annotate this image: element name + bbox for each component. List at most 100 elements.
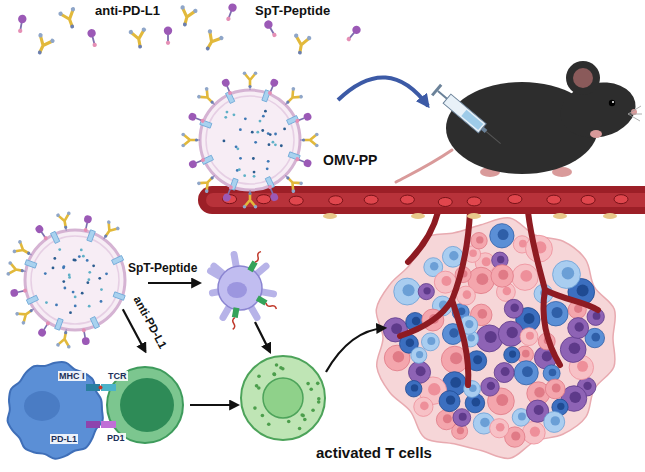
tumor-cell <box>553 261 581 289</box>
peptide <box>10 288 19 297</box>
tumor-cell <box>494 363 514 383</box>
peptide <box>43 235 49 241</box>
syringe <box>443 94 486 133</box>
vesicle <box>264 110 267 113</box>
tumor-cell <box>402 284 414 296</box>
antibody <box>35 36 52 54</box>
tumor-cell <box>487 382 495 390</box>
antibody <box>298 50 302 54</box>
receptor <box>86 421 100 428</box>
antibody <box>50 38 56 44</box>
antibody <box>180 5 185 10</box>
vesicle <box>280 144 283 147</box>
antibody <box>56 213 60 217</box>
tumor-cell <box>418 284 434 300</box>
mouse <box>612 101 614 103</box>
peptide <box>344 24 362 43</box>
tumor-cell <box>482 257 491 266</box>
dendritic-cell <box>231 317 236 329</box>
vesicle <box>52 267 55 270</box>
cell-outline <box>272 372 276 376</box>
tumor-cell <box>520 328 538 346</box>
antibody <box>195 138 198 141</box>
dendritic-cell <box>227 282 247 298</box>
vesicle <box>239 128 242 131</box>
vesicle <box>72 291 75 294</box>
peptide <box>23 288 28 293</box>
vesicle <box>69 311 72 314</box>
tumor-cell <box>393 351 405 363</box>
peptide <box>295 157 300 162</box>
peptide <box>164 27 172 35</box>
vesicle <box>235 145 238 148</box>
cell-outline <box>275 363 279 367</box>
tumor-cell <box>453 409 471 427</box>
vesicle <box>72 259 75 262</box>
tumor-cell <box>394 278 421 305</box>
tumor-cell <box>491 265 513 287</box>
antibody <box>8 261 12 265</box>
peptide <box>303 112 313 122</box>
antibody <box>282 86 304 108</box>
tumor-cell <box>514 361 538 385</box>
cell-label: PD1 <box>106 433 126 443</box>
tumor-cell <box>485 331 497 343</box>
tumor-cell <box>514 361 538 385</box>
cell-outline <box>24 391 60 421</box>
vesicle <box>90 317 99 329</box>
antibody <box>67 211 71 215</box>
tumor-cell <box>391 323 402 334</box>
antibody <box>196 172 218 194</box>
vesicle <box>68 274 71 277</box>
vesicle <box>86 281 89 284</box>
antibody <box>21 320 26 325</box>
antibody <box>285 90 301 106</box>
antibody <box>182 22 187 27</box>
cell-label: TCR <box>107 371 128 381</box>
antibody <box>203 33 221 51</box>
cell-label: activated T cells <box>315 444 433 461</box>
vesicle <box>25 230 125 330</box>
tumor-cell <box>476 325 503 352</box>
antibody <box>254 205 258 209</box>
cell-outline <box>306 382 310 386</box>
syringe <box>461 110 483 130</box>
dendritic-cell <box>218 266 262 310</box>
vesicle <box>105 272 108 275</box>
syringe <box>486 131 501 143</box>
peptide <box>17 14 27 24</box>
red-blood-cell <box>467 197 481 206</box>
mouse <box>628 106 641 114</box>
antibody <box>291 86 296 91</box>
mouse <box>609 100 615 106</box>
antibody <box>243 71 258 88</box>
dendritic-cell <box>230 307 240 330</box>
peptide <box>222 193 232 203</box>
peptide <box>222 184 235 202</box>
tumor-cell <box>411 347 427 363</box>
tumor-cell <box>544 411 565 432</box>
tumor-cell <box>575 322 584 331</box>
tumor-cell <box>421 333 439 351</box>
cell-outline <box>298 427 302 431</box>
tumor-cell <box>428 383 440 395</box>
receptor <box>101 421 116 428</box>
antibody <box>18 307 34 322</box>
antibody <box>103 234 107 238</box>
peptide <box>266 78 280 97</box>
antibody <box>61 10 77 28</box>
cell-outline <box>257 374 261 378</box>
peptide <box>267 184 272 189</box>
antibody <box>291 189 296 194</box>
antibody <box>199 28 224 54</box>
peptide <box>80 328 91 346</box>
antibody <box>9 264 23 276</box>
vesicle <box>265 177 274 189</box>
tumor-cell <box>459 413 467 421</box>
tumor-cell <box>534 387 544 397</box>
vesicle <box>25 260 37 268</box>
tumor-cell <box>511 431 520 440</box>
mouse <box>590 130 602 138</box>
activation-arrow <box>190 404 238 406</box>
cell-label: MHC I <box>58 371 86 381</box>
